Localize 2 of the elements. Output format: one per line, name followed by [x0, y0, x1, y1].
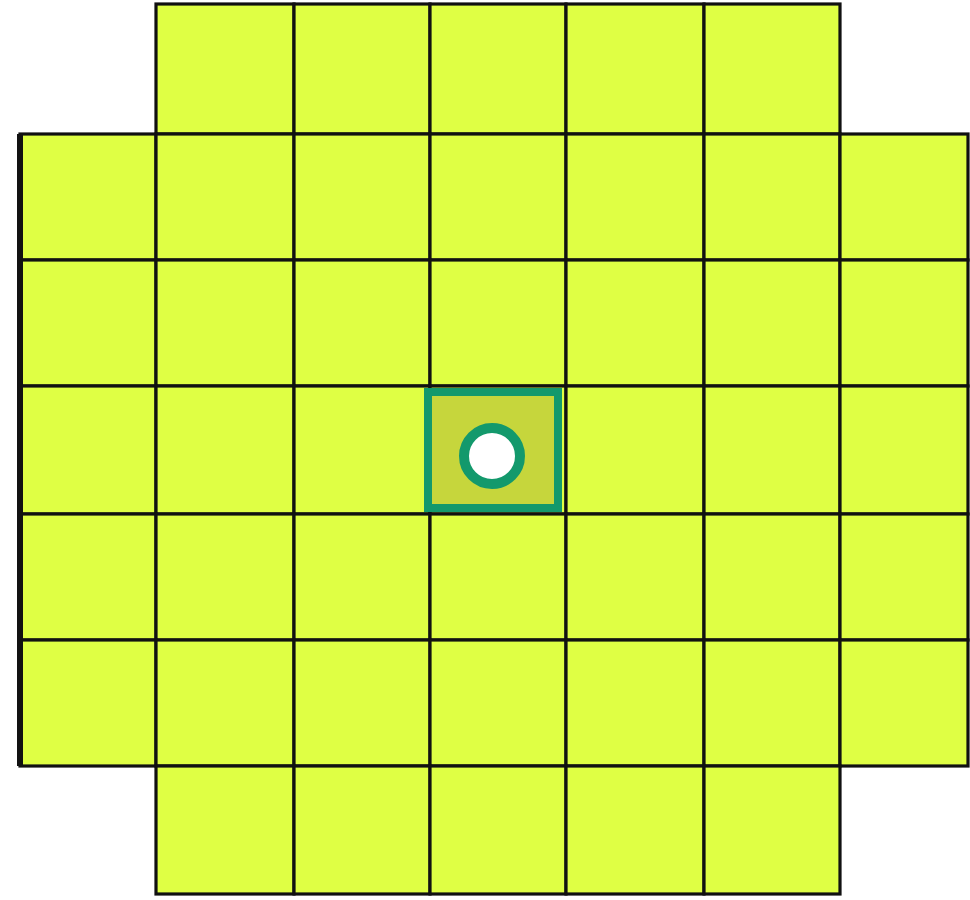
highlighted-cell [424, 388, 562, 512]
circle-marker [459, 423, 525, 489]
